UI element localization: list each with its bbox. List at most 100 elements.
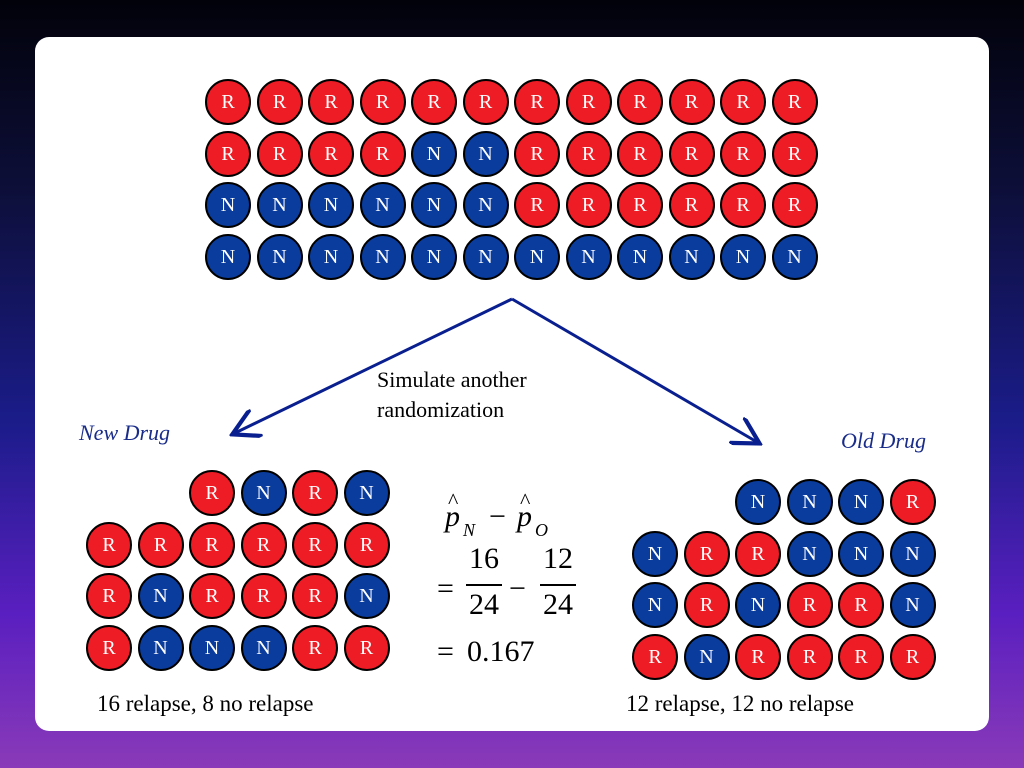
- old-drug-ball-r3c5: R: [838, 582, 884, 628]
- new-drug-ball-r3c5: R: [292, 573, 338, 619]
- population-ball-r3c1: N: [205, 182, 251, 228]
- new-drug-ball-r3c2: N: [137, 573, 184, 619]
- new-drug-ball-r4c5: R: [292, 624, 338, 671]
- old-drug-ball-r2c4: N: [786, 530, 833, 577]
- population-ball-r3c10: R: [668, 182, 715, 228]
- population-ball-r1c4: R: [359, 79, 406, 125]
- population-ball-r2c7: R: [514, 130, 560, 177]
- population-ball-r4c9: N: [617, 233, 663, 280]
- hat-new: ^: [448, 488, 459, 513]
- new-drug-ball-r2c2: R: [137, 521, 184, 568]
- new-drug-ball-r3c3: R: [189, 573, 235, 619]
- old-drug-ball-r2c5: N: [838, 530, 884, 577]
- population-ball-r1c9: R: [617, 79, 663, 125]
- p-hat-old: p: [517, 500, 532, 533]
- population-ball-r3c7: R: [514, 182, 560, 228]
- population-ball-r4c1: N: [205, 233, 251, 280]
- population-ball-r2c8: R: [565, 130, 612, 177]
- new-drug-caption: 16 relapse, 8 no relapse: [97, 691, 314, 716]
- population-ball-r2c12: R: [771, 130, 818, 177]
- minus-sign-2: −: [509, 572, 526, 605]
- population-ball-r2c5: N: [411, 130, 457, 177]
- old-drug-ball-r3c1: N: [632, 582, 678, 628]
- old-drug-ball-r2c1: N: [632, 530, 678, 577]
- population-ball-r1c12: R: [771, 79, 818, 125]
- population-ball-r1c1: R: [205, 79, 251, 125]
- old-drug-ball-r2c3: R: [735, 530, 781, 577]
- old-drug-ball-r1c2: N: [786, 479, 833, 525]
- population-ball-r2c4: R: [359, 130, 406, 177]
- new-drug-ball-r1c2: N: [240, 470, 287, 516]
- minus-sign: −: [489, 500, 506, 533]
- old-drug-ball-r4c1: R: [632, 633, 678, 680]
- population-ball-r4c10: N: [668, 233, 715, 280]
- old-drug-ball-r3c6: N: [889, 582, 936, 628]
- randomization-arrows: [35, 297, 989, 731]
- denominator-2: 24: [543, 588, 573, 621]
- population-ball-r4c11: N: [720, 233, 766, 280]
- old-drug-ball-r4c3: R: [735, 633, 781, 680]
- old-drug-ball-r1c4: R: [889, 479, 936, 525]
- arrow-to-new-drug: [235, 297, 513, 433]
- new-drug-ball-r4c1: R: [86, 624, 132, 671]
- population-ball-r3c4: N: [359, 182, 406, 228]
- arrow-to-old-drug: [511, 297, 757, 442]
- population-ball-r2c9: R: [617, 130, 663, 177]
- population-ball-r4c2: N: [256, 233, 303, 280]
- fraction-bar-2: [540, 584, 576, 586]
- equals-sign-1: =: [437, 572, 454, 605]
- population-ball-r3c9: R: [617, 182, 663, 228]
- new-drug-ball-r1c3: R: [292, 470, 338, 516]
- p-hat-new: p: [445, 500, 460, 533]
- population-ball-r2c11: R: [720, 130, 766, 177]
- population-ball-r4c12: N: [771, 233, 818, 280]
- simulate-label: Simulate another randomization: [377, 367, 527, 422]
- old-drug-ball-r4c6: R: [889, 633, 936, 680]
- population-ball-r2c3: R: [308, 130, 354, 177]
- new-drug-label: New Drug: [79, 420, 171, 445]
- population-ball-r4c8: N: [565, 233, 612, 280]
- subscript-old: O: [535, 520, 548, 540]
- population-ball-r1c5: R: [411, 79, 457, 125]
- hat-old: ^: [520, 488, 531, 513]
- result-value: 0.167: [467, 635, 535, 668]
- population-ball-r3c5: N: [411, 182, 457, 228]
- population-ball-r3c8: R: [565, 182, 612, 228]
- population-ball-r1c10: R: [668, 79, 715, 125]
- old-drug-ball-r3c3: N: [735, 582, 781, 628]
- new-drug-ball-r1c4: N: [343, 470, 390, 516]
- numerator-2: 12: [543, 542, 573, 575]
- population-ball-r2c1: R: [205, 130, 251, 177]
- new-drug-ball-r3c6: N: [343, 573, 390, 619]
- population-ball-r4c6: N: [462, 233, 509, 280]
- new-drug-ball-r4c4: N: [240, 624, 287, 671]
- old-drug-ball-r3c4: R: [786, 582, 833, 628]
- old-drug-ball-r4c5: R: [838, 633, 884, 680]
- new-drug-ball-r2c1: R: [86, 521, 132, 568]
- population-ball-r4c5: N: [411, 233, 457, 280]
- new-drug-ball-r4c6: R: [343, 624, 390, 671]
- old-drug-ball-r1c3: N: [838, 479, 884, 525]
- new-drug-ball-r2c3: R: [189, 521, 235, 568]
- population-ball-r2c6: N: [462, 130, 509, 177]
- population-ball-r1c7: R: [514, 79, 560, 125]
- old-drug-label: Old Drug: [841, 428, 926, 453]
- new-drug-ball-r3c4: R: [240, 573, 287, 619]
- difference-formula: p ^ N − p ^ O = 16 24 − 12 24 = 0.167: [435, 488, 615, 672]
- new-drug-ball-r3c1: R: [86, 573, 132, 619]
- new-drug-ball-r2c6: R: [343, 521, 390, 568]
- population-ball-r3c6: N: [462, 182, 509, 228]
- population-ball-r1c8: R: [565, 79, 612, 125]
- population-ball-r1c2: R: [256, 79, 303, 125]
- population-ball-r1c6: R: [462, 79, 509, 125]
- population-ball-r3c12: R: [771, 182, 818, 228]
- new-drug-ball-r2c4: R: [240, 521, 287, 568]
- new-drug-ball-r2c5: R: [292, 521, 338, 568]
- population-ball-r4c3: N: [308, 233, 354, 280]
- new-drug-ball-r4c3: N: [189, 624, 235, 671]
- population-ball-r1c11: R: [720, 79, 766, 125]
- population-ball-r4c4: N: [359, 233, 406, 280]
- old-drug-ball-r4c2: N: [683, 633, 730, 680]
- population-ball-r2c10: R: [668, 130, 715, 177]
- population-ball-r3c2: N: [256, 182, 303, 228]
